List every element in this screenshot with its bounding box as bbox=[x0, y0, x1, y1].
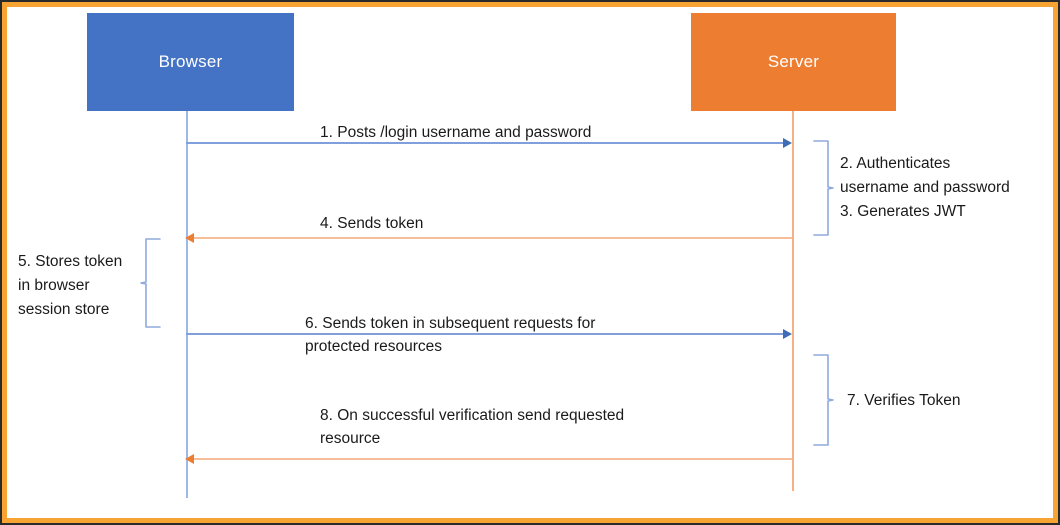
arrow-head-left-icon-8 bbox=[185, 454, 194, 464]
actor-box-server: Server bbox=[691, 13, 896, 111]
note-brace-server-auth bbox=[808, 140, 834, 236]
lifeline-server bbox=[792, 111, 794, 491]
note-label-server-auth: 2. Authenticates username and password 3… bbox=[840, 155, 1010, 220]
actor-box-browser: Browser bbox=[87, 13, 294, 111]
message-line-6 bbox=[186, 333, 786, 335]
message-label-4: 4. Sends token bbox=[320, 215, 424, 232]
message-label-1: 1. Posts /login username and password bbox=[320, 124, 592, 141]
actor-label-browser: Browser bbox=[158, 52, 223, 71]
note-label-server-verify: 7. Verifies Token bbox=[847, 392, 961, 409]
message-line-4 bbox=[194, 237, 792, 239]
arrow-head-right-icon-1 bbox=[783, 138, 792, 148]
message-label-8: 8. On successful verification send reque… bbox=[320, 407, 625, 447]
note-brace-browser-store bbox=[140, 238, 166, 328]
message-line-8 bbox=[194, 458, 792, 460]
actor-label-server: Server bbox=[767, 52, 820, 71]
note-brace-server-verify bbox=[808, 354, 834, 446]
note-label-browser-store: 5. Stores token in browser session store bbox=[18, 253, 123, 318]
message-line-1 bbox=[186, 142, 786, 144]
arrow-head-right-icon-6 bbox=[783, 329, 792, 339]
arrow-head-left-icon-4 bbox=[185, 233, 194, 243]
lifeline-browser bbox=[186, 111, 188, 498]
message-label-6: 6. Sends token in subsequent requests fo… bbox=[305, 315, 596, 355]
